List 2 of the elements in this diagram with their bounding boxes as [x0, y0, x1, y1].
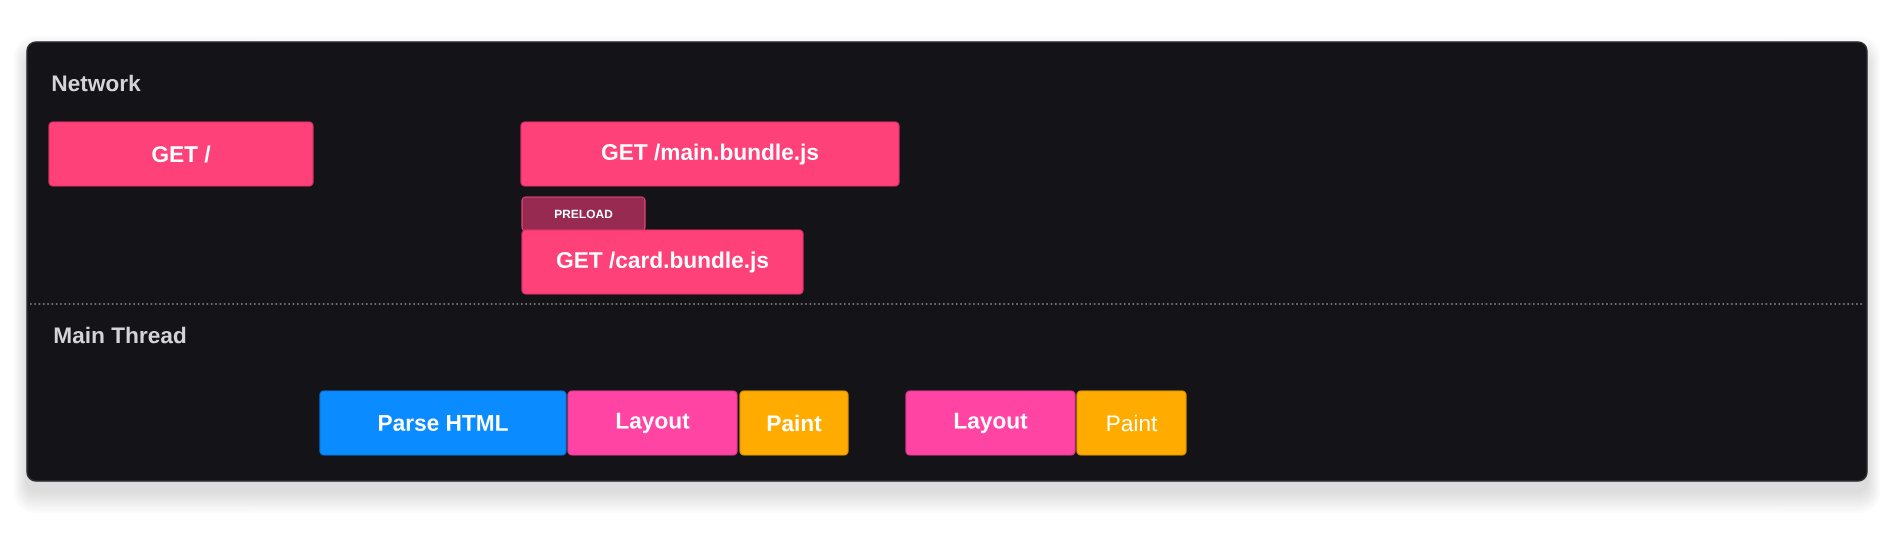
- lane-heading: Network: [52, 74, 141, 92]
- lane-heading: Main Thread: [54, 326, 186, 344]
